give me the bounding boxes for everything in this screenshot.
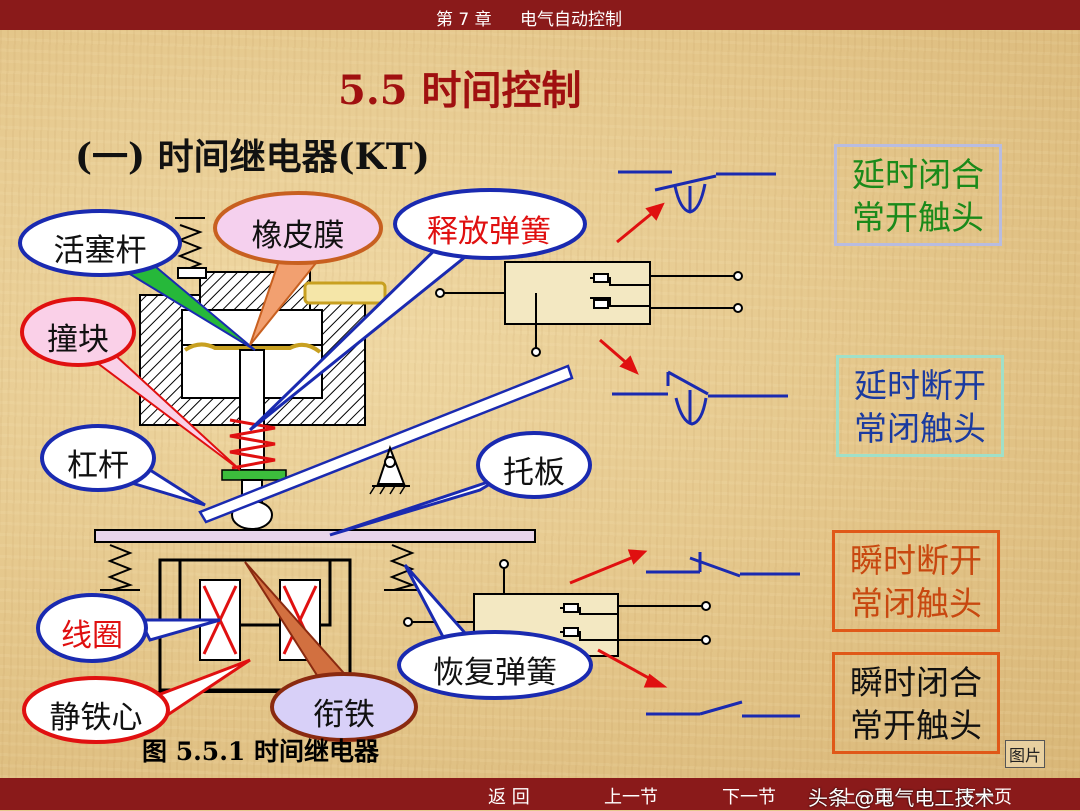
box-line: 延时断开	[854, 366, 986, 405]
callout-rubber-membrane	[213, 191, 383, 346]
chapter-number: 第 7 章	[436, 10, 492, 30]
back-button[interactable]: 返 回	[488, 787, 530, 808]
callout-armature	[244, 561, 418, 742]
box-delay-open-nc: 延时断开 常闭触头	[836, 355, 1004, 457]
footer-nav: 返 回 上一节 下一节 上一页 下一页 头条 @电气电工技术	[0, 778, 1080, 810]
label-support-plate: 托板	[503, 455, 565, 491]
chapter-title: 电气自动控制	[520, 10, 622, 30]
watermark: 头条 @电气电工技术	[808, 786, 995, 810]
lever-shape	[198, 364, 574, 524]
callout-static-core	[22, 658, 251, 744]
callout-release-spring	[248, 188, 587, 432]
next-section-button[interactable]: 下一节	[722, 787, 776, 808]
prev-page-button[interactable]: 上一页	[838, 787, 892, 808]
label-static-core: 静铁心	[49, 700, 143, 736]
callout-lever	[40, 424, 206, 507]
label-piston-rod: 活塞杆	[53, 233, 147, 269]
label-rubber-membrane: 橡皮膜	[251, 218, 345, 254]
box-line: 延时闭合	[852, 155, 984, 194]
label-coil: 线圈	[61, 618, 123, 654]
next-page-button[interactable]: 下一页	[958, 787, 1012, 808]
symbol-instant-close-no	[646, 700, 800, 718]
callout-support-plate	[329, 431, 592, 537]
slide-title: 5.5 时间控制	[338, 67, 582, 114]
callout-return-spring	[397, 564, 593, 700]
symbol-delay-close-no	[618, 170, 776, 214]
prev-section-button[interactable]: 上一节	[604, 787, 658, 808]
header-bar: 第 7 章 电气自动控制	[0, 0, 1080, 30]
symbol-instant-open-nc	[646, 552, 800, 578]
picture-tag[interactable]: 图片	[1005, 740, 1046, 768]
box-line: 瞬时闭合	[850, 663, 982, 702]
box-delay-close-no: 延时闭合 常开触头	[834, 144, 1002, 246]
callout-coil	[36, 593, 221, 663]
box-line: 瞬时断开	[850, 541, 982, 580]
top-spring	[175, 217, 207, 279]
label-striker: 撞块	[47, 322, 109, 358]
red-arrows	[569, 202, 668, 688]
upper-switch	[435, 261, 743, 357]
slide-subtitle: (一) 时间继电器(KT)	[75, 136, 430, 178]
callout-piston-rod	[18, 209, 256, 351]
striker-shape	[221, 469, 287, 481]
box-instant-open-nc: 瞬时断开 常闭触头	[832, 530, 1000, 632]
label-return-spring: 恢复弹簧	[433, 655, 557, 691]
box-instant-close-no: 瞬时闭合 常开触头	[832, 652, 1000, 754]
box-line: 常闭触头	[854, 409, 986, 448]
box-line: 常闭触头	[850, 584, 982, 623]
support-plate-shape	[94, 529, 536, 543]
release-spring-shape	[229, 418, 276, 470]
callout-striker	[20, 297, 241, 471]
box-line: 常开触头	[852, 198, 984, 237]
label-armature: 衔铁	[313, 697, 375, 733]
label-lever: 杠杆	[67, 448, 129, 484]
box-line: 常开触头	[850, 706, 982, 745]
fulcrum	[369, 445, 410, 495]
figure-caption: 图 5.5.1 时间继电器	[142, 737, 380, 766]
piston-rod-shape	[239, 349, 265, 471]
label-release-spring: 释放弹簧	[427, 214, 551, 250]
symbol-delay-open-nc	[612, 370, 788, 426]
